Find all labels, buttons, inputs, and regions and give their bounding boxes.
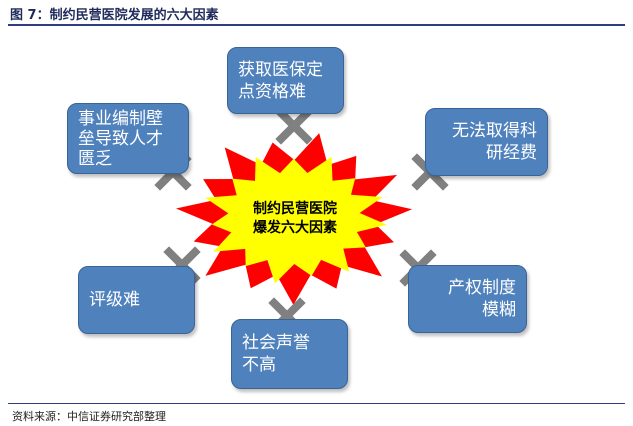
- explosion-burst-icon: [176, 133, 413, 305]
- burst-inner-shape: [205, 156, 387, 284]
- center-label-line-1: 制约民营医院: [253, 201, 337, 217]
- factor-text-line: 评级难: [89, 290, 140, 310]
- bottom-rule: [8, 403, 625, 404]
- factor-box-rating-difficulty: 评级难: [78, 266, 195, 334]
- factor-box-medical-insurance: 获取医保定 点资格难: [227, 47, 344, 114]
- source-note: 资料来源：中信证券研究部整理: [12, 410, 166, 423]
- factor-text-line: 垒导致人才: [78, 128, 163, 149]
- center-label: 制约民营医院 爆发六大因素: [225, 200, 365, 238]
- center-label-line-2: 爆发六大因素: [253, 220, 337, 236]
- factor-text-line: 获取医保定: [238, 59, 323, 80]
- factor-text-line: 研经费: [486, 143, 537, 163]
- factor-text-line: 事业编制壁: [78, 108, 163, 129]
- top-rule: [8, 24, 625, 26]
- cross-x-icon: [275, 107, 313, 145]
- factor-box-research-funding: 无法取得科 研经费: [425, 108, 548, 176]
- factor-text-line: 社会声誉: [242, 333, 310, 353]
- factor-text-line: 产权制度: [448, 278, 516, 298]
- factor-box-social-reputation: 社会声誉 不高: [231, 319, 348, 389]
- figure-title: 图 7：制约民营医院发展的六大因素: [10, 8, 219, 23]
- factor-text-line: 点资格难: [238, 81, 306, 102]
- factor-text-line: 无法取得科: [452, 121, 537, 141]
- factor-box-staffing-barrier: 事业编制壁 垒导致人才 匮乏: [67, 103, 189, 174]
- factor-box-property-rights: 产权制度 模糊: [408, 265, 527, 333]
- factor-text-line: 模糊: [482, 300, 516, 320]
- factor-text-line: 匮乏: [78, 148, 112, 169]
- factor-text-line: 不高: [242, 355, 276, 375]
